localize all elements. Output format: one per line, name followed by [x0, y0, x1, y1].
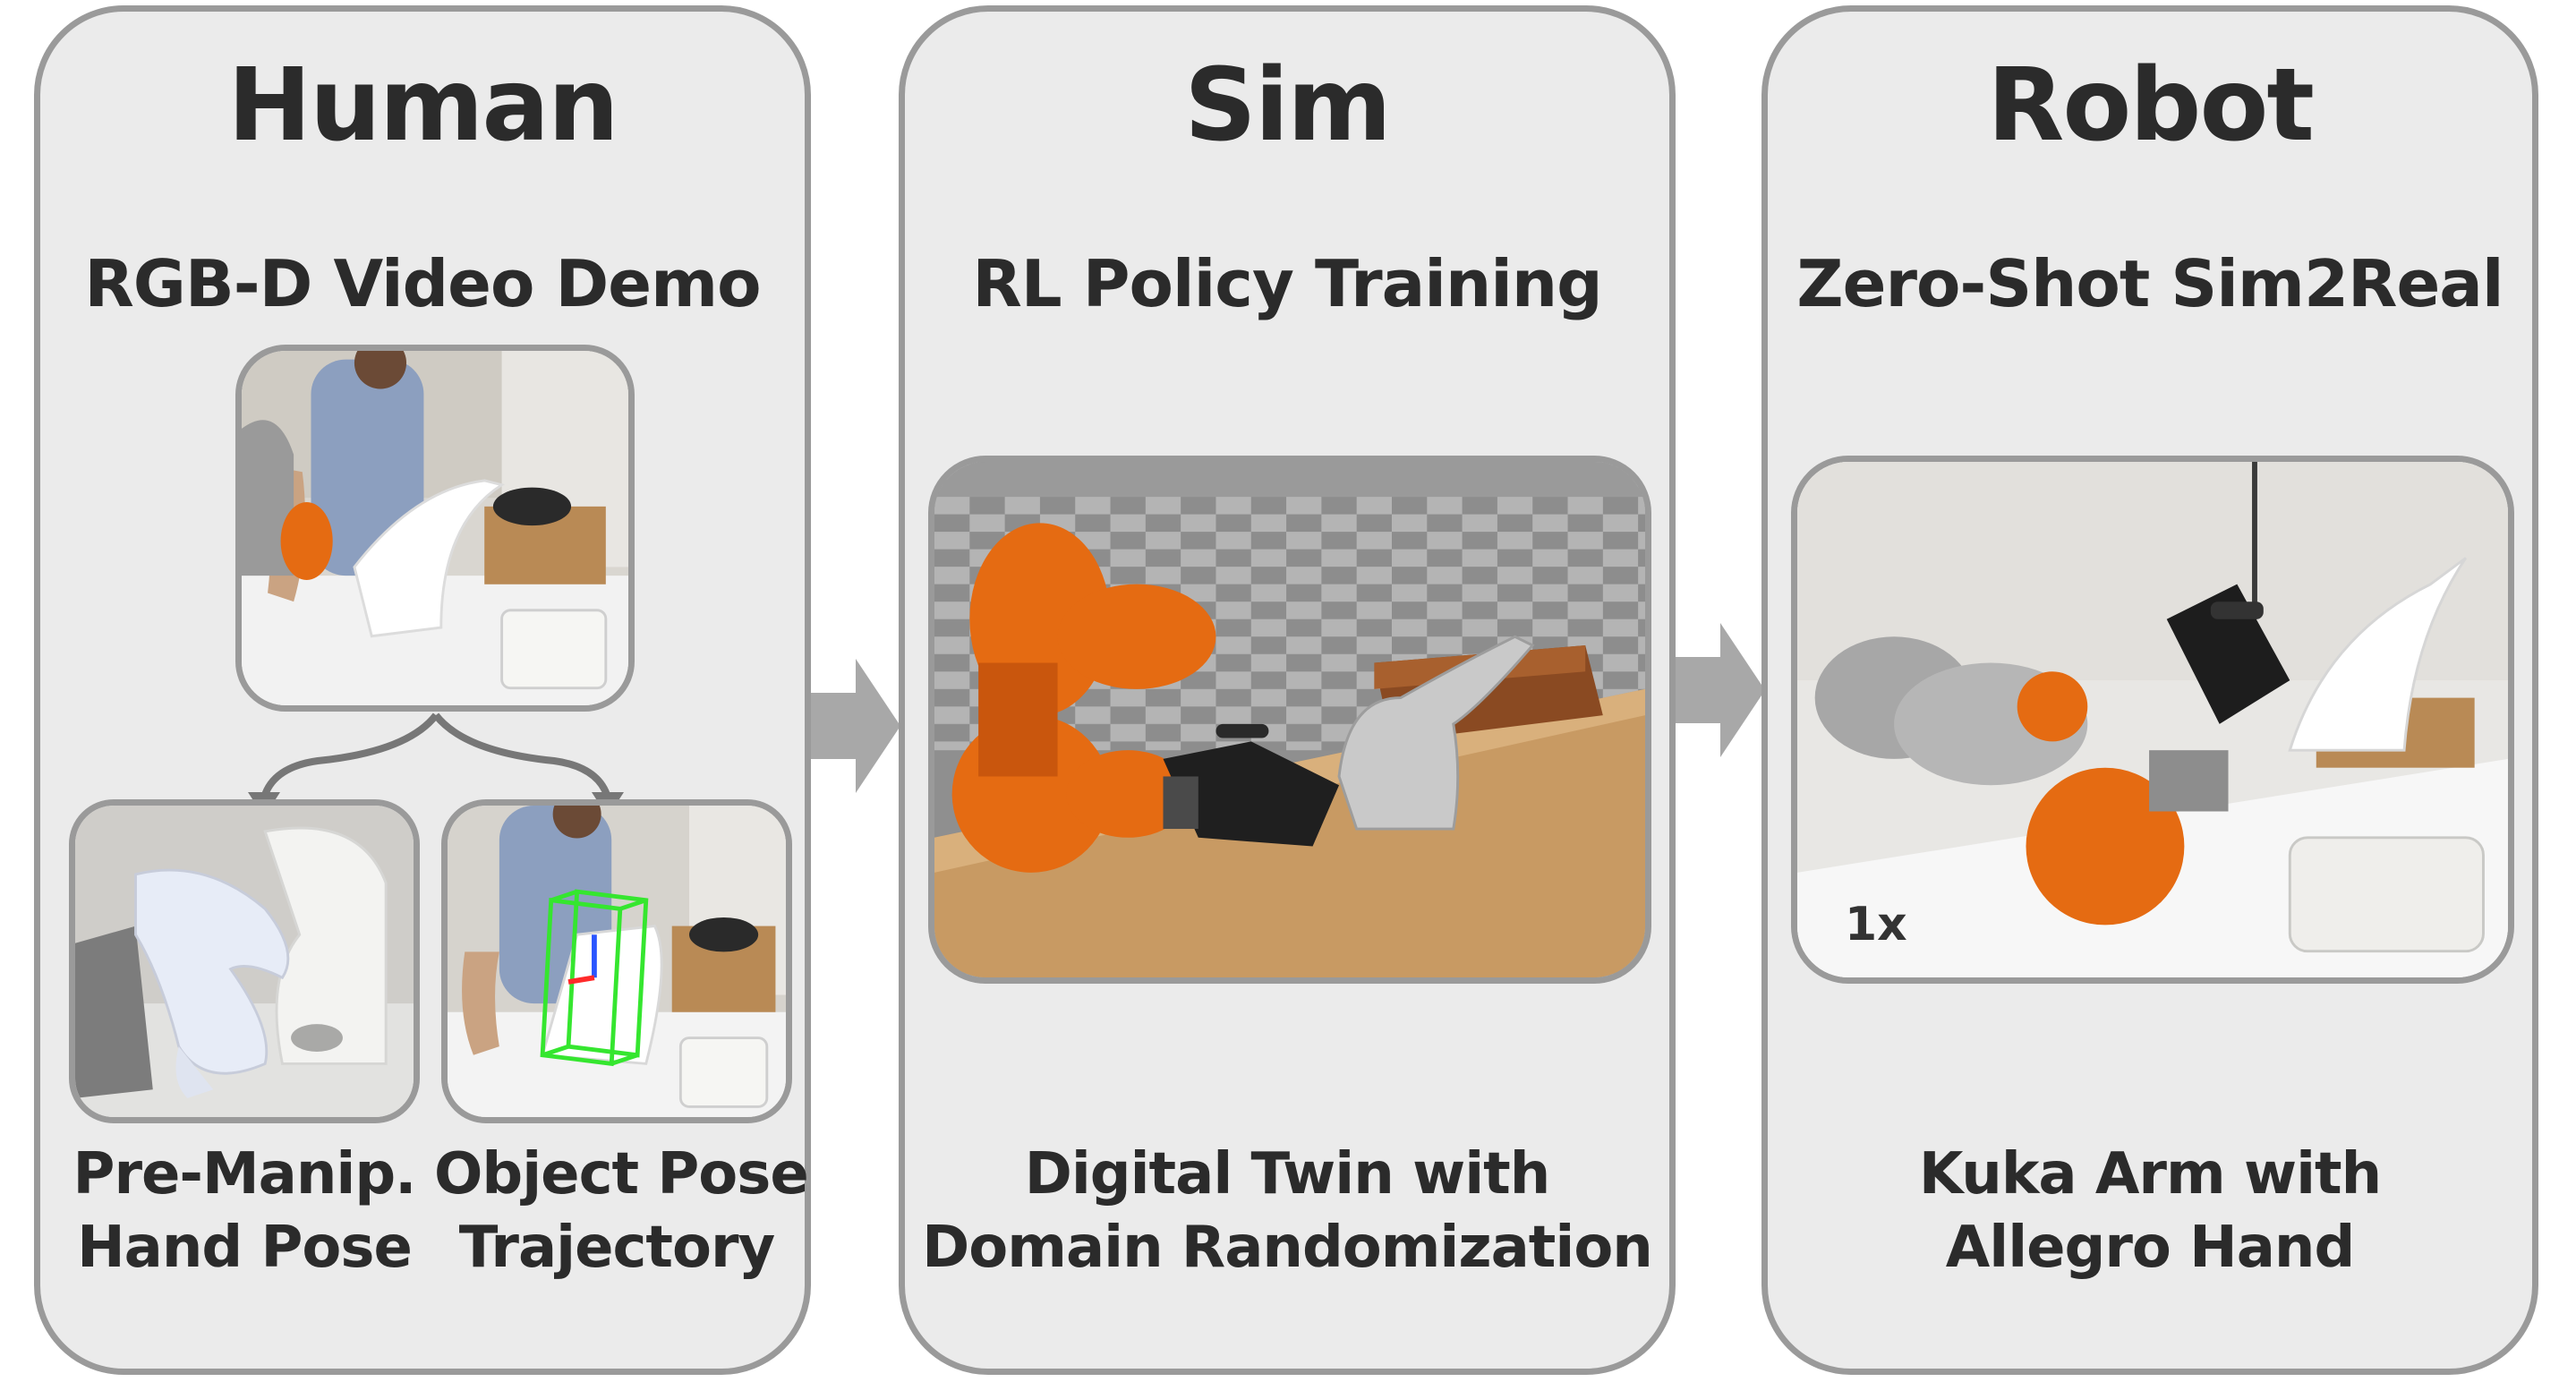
caption-line: Object Pose: [434, 1141, 809, 1207]
human-title: Human: [227, 47, 618, 164]
sim-panel: Sim RL Policy Training: [899, 5, 1676, 1375]
caption-line: Allegro Hand: [1945, 1215, 2356, 1281]
hand-pose-caption: Pre-Manip. Hand Pose: [69, 1138, 420, 1284]
sim-caption: Digital Twin with Domain Randomization: [905, 1138, 1669, 1284]
flow-arrow-human-to-sim: [811, 659, 900, 793]
sim-training-image: [928, 456, 1651, 984]
robot-execution-image: [1791, 456, 2514, 984]
caption-line: Hand Pose: [77, 1215, 413, 1281]
caption-line: Domain Randomization: [922, 1215, 1653, 1281]
caption-line: Trajectory: [458, 1215, 776, 1281]
robot-panel: Robot Zero-Shot Sim2Real 1x Kuka Arm wit…: [1761, 5, 2538, 1375]
rgbd-demo-image: [235, 345, 635, 712]
robot-caption: Kuka Arm with Allegro Hand: [1768, 1138, 2532, 1284]
human-panel: Human RGB-D Video Demo: [34, 5, 811, 1375]
caption-line: Digital Twin with: [1024, 1141, 1551, 1207]
human-subtitle: RGB-D Video Demo: [84, 246, 761, 321]
object-pose-caption: Object Pose Trajectory: [434, 1138, 809, 1284]
sim-subtitle: RL Policy Training: [972, 246, 1602, 321]
flow-arrow-sim-to-robot: [1676, 623, 1765, 757]
robot-title: Robot: [1987, 47, 2315, 164]
caption-line: Pre-Manip.: [73, 1141, 417, 1207]
hand-pose-image: [69, 799, 420, 1123]
object-pose-image: [441, 799, 792, 1123]
robot-subtitle: Zero-Shot Sim2Real: [1796, 246, 2503, 321]
playback-speed-label: 1x: [1845, 898, 1907, 951]
caption-line: Kuka Arm with: [1918, 1141, 2382, 1207]
sim-title: Sim: [1184, 47, 1392, 164]
